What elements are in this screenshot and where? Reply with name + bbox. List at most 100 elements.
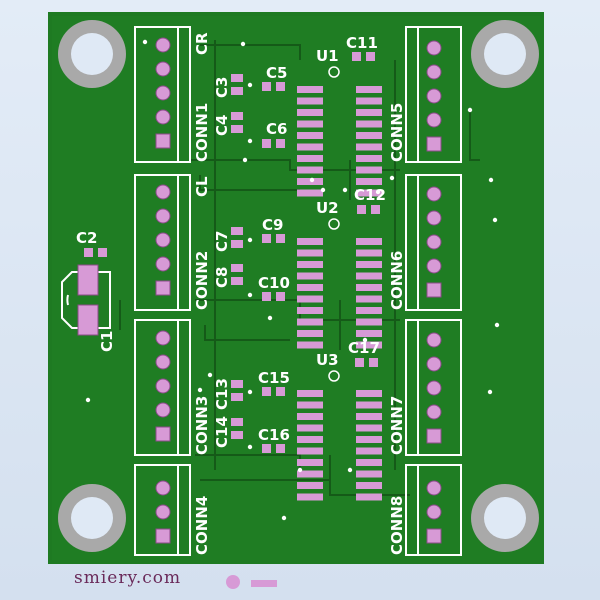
cap-pad [231, 125, 243, 133]
legend-smd-swatch [251, 580, 277, 587]
via [247, 444, 253, 450]
cap-pad [231, 74, 243, 82]
cap-pad [231, 227, 243, 235]
connector-pin [426, 380, 442, 396]
ic-pad [356, 189, 382, 197]
connector-pin [155, 402, 171, 418]
label-conn8: CONN8 [388, 496, 406, 555]
cap-pad [98, 248, 107, 257]
via [347, 467, 353, 473]
ic-pad [297, 436, 323, 443]
ic-pad [356, 86, 382, 93]
brand-text: smiery.com [74, 568, 182, 588]
ic-pad [297, 482, 323, 489]
connector-pin [155, 232, 171, 248]
ic-pad [356, 436, 382, 443]
ic-pad [356, 272, 382, 280]
connector-pin [426, 210, 442, 226]
ic-pad [297, 109, 323, 116]
mounting-hole-top-left [58, 20, 126, 88]
cap-pad [371, 205, 380, 214]
cap-pad [276, 82, 285, 91]
label-c2: C2 [76, 229, 97, 247]
connector-pin [155, 61, 171, 77]
cap-pad [276, 234, 285, 243]
cap-pad [231, 277, 243, 285]
via [247, 389, 253, 395]
connector-pin [426, 404, 442, 420]
ic-pad [297, 401, 323, 409]
ic-pad [356, 238, 382, 245]
ic-pad [356, 249, 382, 257]
ic-pad [297, 295, 323, 303]
cap-pad [352, 52, 361, 61]
connector-pin [155, 184, 171, 200]
conn8-outline [405, 464, 462, 556]
ic-pad [356, 295, 382, 303]
ic-pad [356, 97, 382, 105]
connector-pin [426, 234, 442, 250]
label-c8: C8 [213, 267, 231, 288]
label-c6: C6 [266, 120, 287, 138]
label-conn1: CONN1 [193, 103, 211, 162]
legend-pad-swatch [226, 575, 240, 589]
cap-pad [276, 444, 285, 453]
connector-pin [155, 378, 171, 394]
label-cr: CR [193, 32, 211, 55]
ic-pad [356, 318, 382, 326]
ic-pad [356, 132, 382, 139]
connector-pin-square [426, 428, 442, 444]
connector-pin [426, 186, 442, 202]
connector-pin [426, 504, 442, 520]
cap-pad [231, 112, 243, 120]
cap-pad [231, 431, 243, 439]
cap-pad [366, 52, 375, 61]
cap-pad [231, 264, 243, 272]
connector-pin [155, 354, 171, 370]
ic-pad [356, 341, 382, 349]
via [85, 397, 91, 403]
connector-pin-square [426, 136, 442, 152]
label-u1: U1 [316, 47, 339, 65]
cap-pad [369, 358, 378, 367]
via [267, 315, 273, 321]
connector-pin-square [155, 528, 171, 544]
ic-pad [297, 413, 323, 420]
label-conn2: CONN2 [193, 251, 211, 310]
connector-pin [426, 258, 442, 274]
ic-pad [297, 189, 323, 197]
connector-pin [426, 112, 442, 128]
ic-pad [356, 493, 382, 501]
label-conn7: CONN7 [388, 396, 406, 455]
ic-pad [356, 447, 382, 455]
connector-pin [155, 208, 171, 224]
connector-pin [426, 40, 442, 56]
connector-pin-square [426, 282, 442, 298]
cap-pad [84, 248, 93, 257]
ic-pin1-marker [328, 66, 340, 78]
cap-pad [355, 358, 364, 367]
conn7-outline [405, 319, 462, 456]
ic-pad [297, 238, 323, 245]
ic-pad [356, 459, 382, 466]
label-c1: C1 [98, 331, 116, 352]
label-c13: C13 [213, 378, 231, 410]
conn5-outline [405, 26, 462, 163]
connector-pin [155, 256, 171, 272]
conn3-outline [134, 319, 191, 456]
ic-pad [297, 284, 323, 291]
ic-pad [297, 493, 323, 501]
ic-pad [297, 86, 323, 93]
ic-pad [356, 261, 382, 268]
via [492, 217, 498, 223]
ic-pad [297, 166, 323, 174]
via [207, 372, 213, 378]
ic-pad [297, 447, 323, 455]
connector-pin-square [426, 528, 442, 544]
ic-pad [356, 401, 382, 409]
ic-pad [297, 178, 323, 185]
ic-pad [297, 341, 323, 349]
connector-pin [155, 504, 171, 520]
cap-pad [357, 205, 366, 214]
ic-pad [297, 155, 323, 162]
